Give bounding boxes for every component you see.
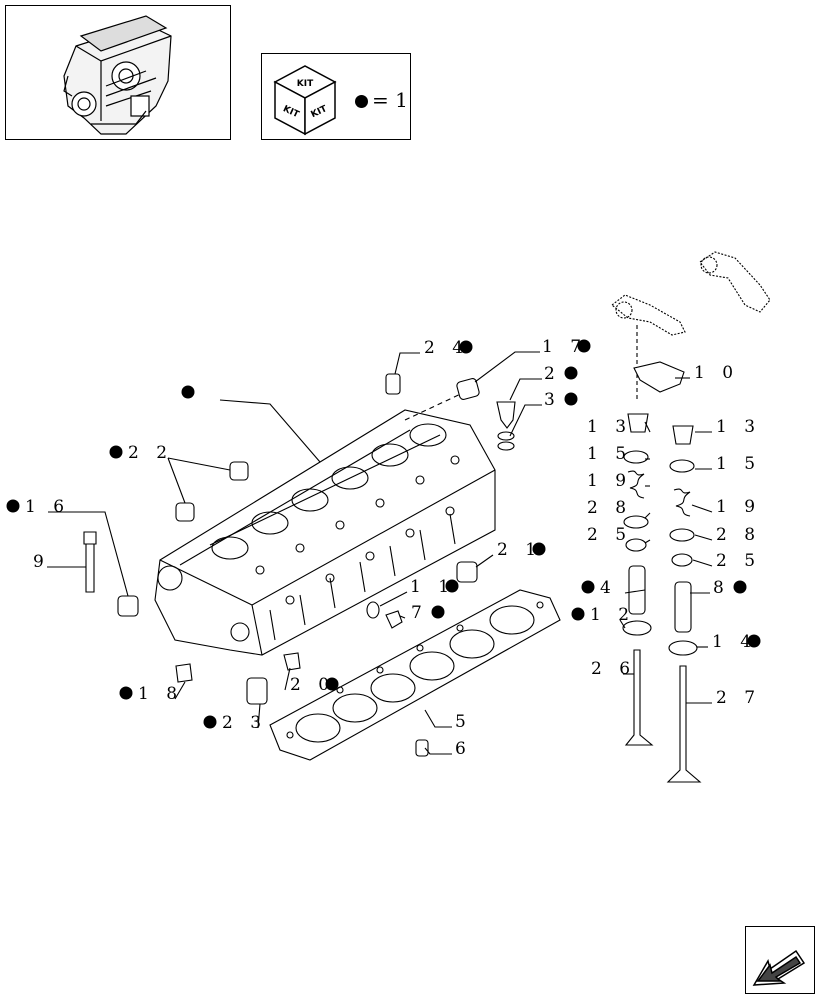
callout-number: 2 xyxy=(544,364,561,384)
callout-c19r: 1 9 xyxy=(716,497,761,517)
callout-c16: 1 6 xyxy=(6,497,70,517)
kit-dot-icon xyxy=(581,580,595,594)
kit-dot-icon xyxy=(532,542,546,556)
callout-number: 2 5 xyxy=(716,551,761,571)
callout-number: 5 xyxy=(455,712,472,732)
callout-number: 1 4 xyxy=(712,632,757,652)
callout-number: 2 6 xyxy=(591,659,636,679)
callout-number: 1 1 xyxy=(410,577,455,597)
callout-c18: 1 8 xyxy=(119,684,183,704)
callout-c26: 2 6 xyxy=(591,659,636,679)
callout-number: 1 5 xyxy=(587,444,632,464)
callout-c23: 2 3 xyxy=(203,713,267,733)
callout-c15r: 1 5 xyxy=(716,454,761,474)
engine-thumbnail xyxy=(5,5,231,140)
callout-c6: 6 xyxy=(455,739,472,759)
callout-c20: 2 0 xyxy=(290,675,339,695)
callout-number: 2 1 xyxy=(497,540,542,560)
callout-number: 1 6 xyxy=(25,497,70,517)
kit-dot-icon xyxy=(459,340,473,354)
kit-dot-icon xyxy=(203,715,217,729)
callout-c28r: 2 8 xyxy=(716,525,761,545)
callout-c19l: 1 9 xyxy=(587,471,632,491)
callout-c27: 2 7 xyxy=(716,688,761,708)
kit-dot-icon xyxy=(564,366,578,380)
callout-c11: 1 1 xyxy=(410,577,459,597)
callout-c1 xyxy=(181,385,195,399)
callout-number: 2 2 xyxy=(128,443,173,463)
callout-c24: 2 4 xyxy=(424,338,473,358)
callout-c17: 1 7 xyxy=(542,337,591,357)
kit-dot-icon xyxy=(431,605,445,619)
arrow-down-left-icon xyxy=(752,949,806,986)
kit-dot-icon xyxy=(577,339,591,353)
callout-number: 2 0 xyxy=(290,675,335,695)
callout-number: 1 9 xyxy=(716,497,761,517)
callout-c12: 1 2 xyxy=(571,605,635,625)
callout-layer: 2 4 1 7 2 3 1 0 1 3 1 3 1 5 1 5 2 2 1 9 1 9 1 6 2 8 2 … xyxy=(6,337,761,759)
callout-c2: 2 xyxy=(544,364,578,384)
rocker-arm-near xyxy=(611,294,686,336)
callout-number: 4 xyxy=(600,578,617,598)
callout-c9: 9 xyxy=(33,552,50,572)
callout-number: 8 xyxy=(713,578,730,598)
kit-legend-box: KIT KIT KIT xyxy=(261,53,411,140)
engine-thumbnail-image xyxy=(63,15,172,135)
kit-dot-icon xyxy=(747,634,761,648)
callout-c4: 4 xyxy=(581,578,617,598)
head-gasket xyxy=(269,589,561,761)
callout-number: 1 2 xyxy=(590,605,635,625)
callout-c13r: 1 3 xyxy=(716,417,761,437)
callout-number: 2 7 xyxy=(716,688,761,708)
callout-c3: 3 xyxy=(544,390,578,410)
kit-dot-icon xyxy=(733,580,747,594)
callout-number: 1 9 xyxy=(587,471,632,491)
rocker-arm-far xyxy=(699,251,771,313)
callout-number: 1 5 xyxy=(716,454,761,474)
kit-dot-icon xyxy=(181,385,195,399)
callout-c22: 2 2 xyxy=(109,443,173,463)
callout-c5: 5 xyxy=(455,712,472,732)
callout-c21: 2 1 xyxy=(497,540,546,560)
callout-c14: 1 4 xyxy=(712,632,761,652)
kit-legend-text: = 1 xyxy=(355,88,408,112)
callout-number: 1 3 xyxy=(716,417,761,437)
kit-dot-icon xyxy=(119,686,133,700)
callout-number: 1 0 xyxy=(694,363,739,383)
callout-number: 2 8 xyxy=(587,498,632,518)
callout-number: 7 xyxy=(411,603,428,623)
callout-c28l: 2 8 xyxy=(587,498,632,518)
callout-c7: 7 xyxy=(411,603,445,623)
callout-number: 2 5 xyxy=(587,525,632,545)
kit-dot-icon xyxy=(109,445,123,459)
callout-c13l: 1 3 xyxy=(587,417,632,437)
kit-dot-icon xyxy=(325,677,339,691)
callout-number: 2 3 xyxy=(222,713,267,733)
callout-number: 3 xyxy=(544,390,561,410)
kit-dot-icon xyxy=(445,579,459,593)
callout-c8: 8 xyxy=(713,578,747,598)
cylinder-head xyxy=(154,409,496,656)
kit-cube-icon: KIT KIT KIT xyxy=(273,65,337,136)
callout-number: 2 8 xyxy=(716,525,761,545)
callout-number: 1 3 xyxy=(587,417,632,437)
kit-dot-icon xyxy=(571,607,585,621)
callout-number: 9 xyxy=(33,552,50,572)
callout-number: 6 xyxy=(455,739,472,759)
navigation-arrow-button[interactable] xyxy=(745,926,815,994)
kit-dot-icon xyxy=(6,499,20,513)
svg-text:KIT: KIT xyxy=(297,79,314,89)
kit-dot-icon xyxy=(564,392,578,406)
callout-c15l: 1 5 xyxy=(587,444,632,464)
callout-number: 2 4 xyxy=(424,338,469,358)
kit-dot-icon xyxy=(355,95,368,108)
callout-number: 1 7 xyxy=(542,337,587,357)
callout-c25l: 2 5 xyxy=(587,525,632,545)
callout-c10: 1 0 xyxy=(694,363,739,383)
callout-c25r: 2 5 xyxy=(716,551,761,571)
callout-number: 1 8 xyxy=(138,684,183,704)
